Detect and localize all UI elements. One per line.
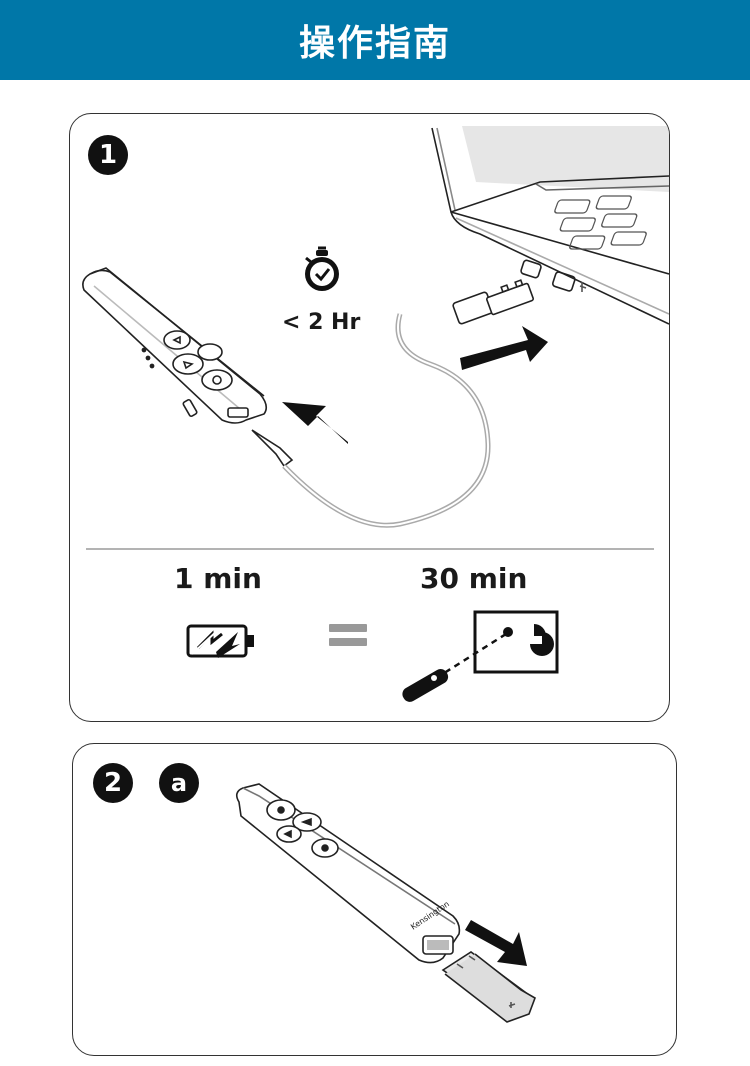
charge-duration-label: 1 min xyxy=(174,562,262,595)
step-2a-badge: a xyxy=(159,763,199,803)
presenter-remote xyxy=(82,267,268,424)
arrow-into-remote-icon xyxy=(282,402,348,444)
equals-icon xyxy=(329,624,367,646)
laptop-illustration xyxy=(431,126,669,325)
usb-cable xyxy=(251,279,534,528)
receiver-removal-illustration: Kensington xyxy=(235,783,536,1023)
step-2-badge: 2 xyxy=(93,763,133,803)
stopwatch-icon xyxy=(305,246,339,291)
step-2-panel: 2 a Kensington xyxy=(72,743,677,1056)
step-1-badge: 1 xyxy=(88,135,128,175)
arrow-pull-out-icon xyxy=(465,920,527,966)
presenter-remote-top xyxy=(235,783,461,964)
use-duration-label: 30 min xyxy=(420,562,528,595)
charge-time-label: < 2 Hr xyxy=(282,310,361,335)
header-bar: 操作指南 xyxy=(0,0,750,80)
page-title: 操作指南 xyxy=(298,23,451,64)
charging-illustration xyxy=(82,126,669,702)
battery-charging-icon xyxy=(186,624,254,658)
arrow-into-laptop-icon xyxy=(460,326,548,370)
usb-receiver xyxy=(441,951,536,1023)
step-1-panel: 1 xyxy=(69,113,670,722)
laser-to-screen-icon xyxy=(402,610,559,702)
